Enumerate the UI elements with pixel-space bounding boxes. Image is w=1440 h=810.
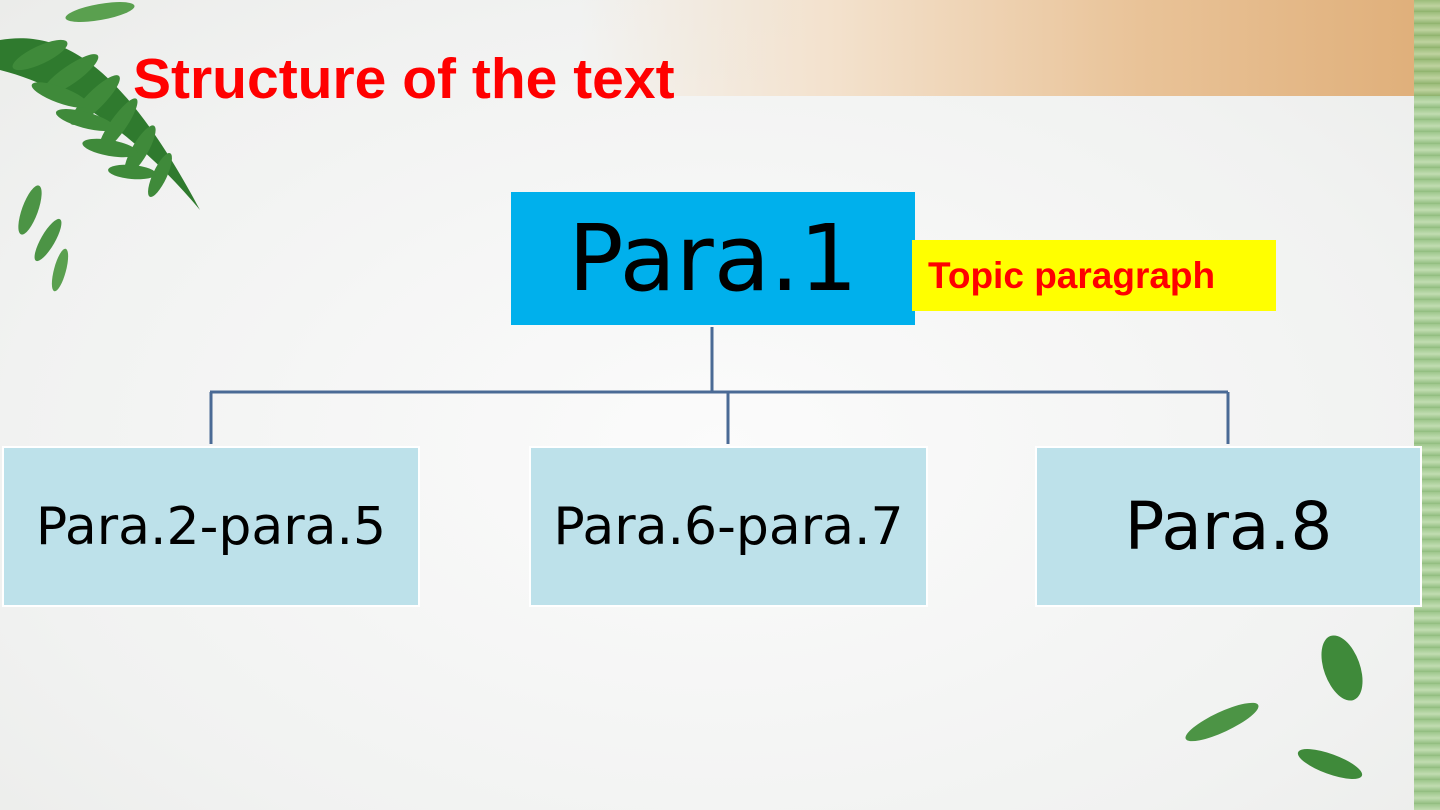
child-node-para2-5: Para.2-para.5 [2, 446, 420, 607]
topic-paragraph-note: Topic paragraph [912, 240, 1276, 311]
fern-leaves-icon [0, 2, 200, 292]
slide-title: Structure of the text [133, 47, 675, 111]
child-node-label: Para.2-para.5 [35, 496, 387, 557]
child-node-label: Para.8 [1124, 488, 1333, 565]
child-node-para6-7: Para.6-para.7 [529, 446, 928, 607]
child-node-label: Para.6-para.7 [553, 496, 904, 557]
topic-paragraph-label: Topic paragraph [928, 254, 1216, 296]
root-node: Para.1 [511, 192, 915, 325]
child-node-para8: Para.8 [1035, 446, 1422, 607]
root-node-label: Para.1 [568, 205, 858, 312]
header-band [580, 0, 1440, 96]
right-edge-strip [1414, 0, 1440, 810]
